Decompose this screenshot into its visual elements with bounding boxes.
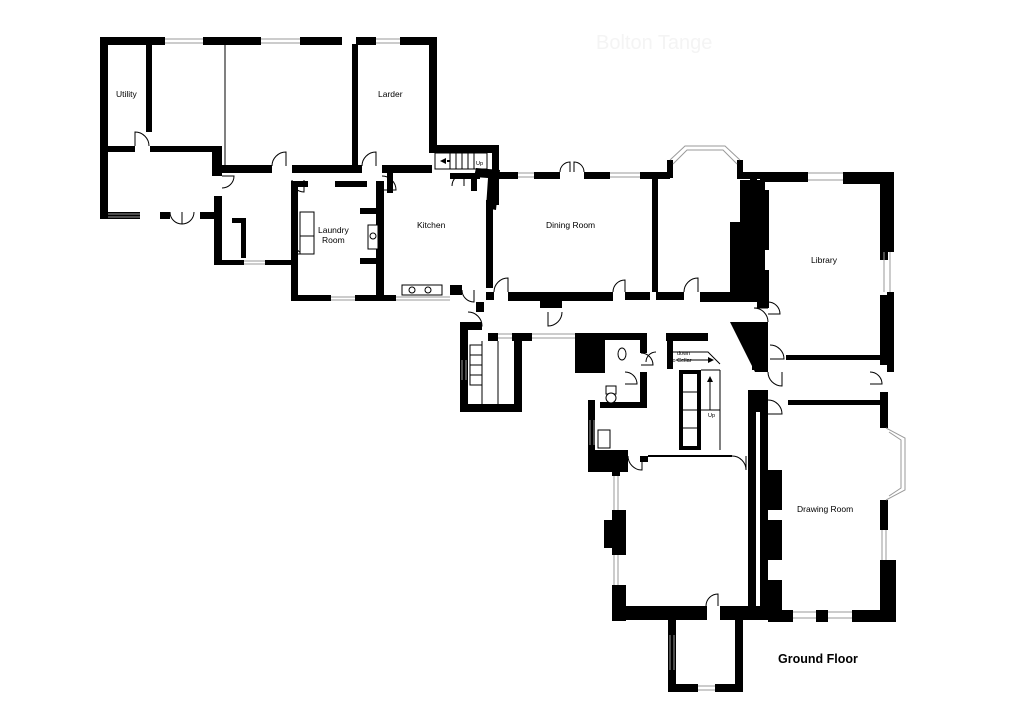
library-doors xyxy=(767,301,883,385)
main-stair xyxy=(648,351,732,457)
room-label-library: Library xyxy=(811,255,838,265)
drawing-room-walls xyxy=(752,390,896,622)
hall-windows xyxy=(461,333,595,445)
down-label-line1: down xyxy=(677,351,690,357)
drawing-room-doors xyxy=(767,371,783,415)
south-reception-walls xyxy=(604,390,770,692)
dining-windows xyxy=(518,145,741,178)
service-wing-windows xyxy=(108,38,450,301)
rear-stair xyxy=(434,152,488,170)
watermark-text: Bolton Tange xyxy=(596,32,712,54)
room-label-kitchen: Kitchen xyxy=(417,220,446,230)
stair-up-label-rear: Up xyxy=(476,161,483,167)
floor-label: Ground Floor xyxy=(778,652,858,666)
room-label-utility: Utility xyxy=(116,89,138,99)
library-windows xyxy=(808,172,891,292)
south-reception-windows xyxy=(613,476,715,691)
rear-steps xyxy=(469,341,499,404)
room-label-larder: Larder xyxy=(378,89,403,99)
down-label-line2: to Cellar xyxy=(671,358,692,364)
drawing-room-windows xyxy=(793,427,906,619)
room-label-laundry-1: Laundry xyxy=(318,225,349,235)
service-wing-doors xyxy=(134,131,475,303)
room-label-drawing-room: Drawing Room xyxy=(797,504,853,514)
wc-fixtures xyxy=(597,347,627,449)
laundry-fixtures xyxy=(299,211,443,296)
south-reception-doors xyxy=(627,455,747,607)
room-label-laundry-2: Room xyxy=(322,235,345,245)
stair-up-label-main: Up xyxy=(708,413,715,419)
library-walls xyxy=(750,172,894,372)
room-label-dining-room: Dining Room xyxy=(546,220,595,230)
dining-block-walls xyxy=(474,160,768,308)
dining-doors xyxy=(493,161,699,293)
hall-doors xyxy=(467,307,769,385)
service-wing-walls xyxy=(100,37,499,301)
